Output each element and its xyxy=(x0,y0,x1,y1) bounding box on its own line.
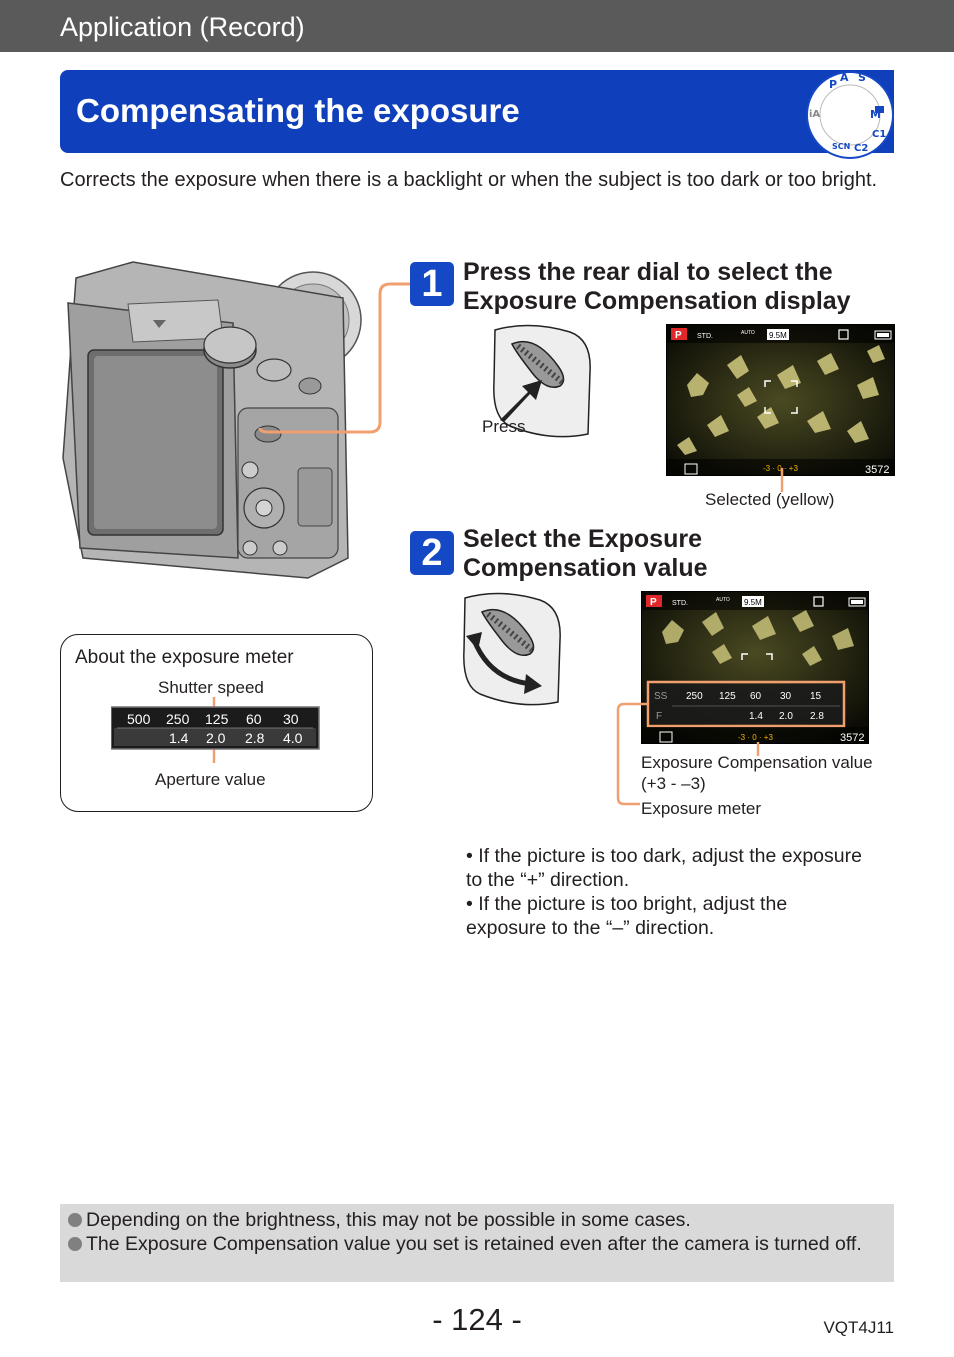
tips-list: • If the picture is too dark, adjust the… xyxy=(466,844,906,940)
meter-f-2.8: 2.8 xyxy=(245,730,265,746)
comp-value-label: Exposure Compensation value (+3 - –3) xyxy=(641,752,873,794)
step-2-number: 2 xyxy=(410,531,454,575)
step-2-title: Select the Exposure Compensation value xyxy=(463,525,708,583)
lcd-autumn-leaves-photo-2: P STD. AUTO 9.5M SS F 250 125 60 30 15 1… xyxy=(642,592,868,744)
step-1-title-line1: Press the rear dial to select the xyxy=(463,258,833,286)
meter-f-1.4: 1.4 xyxy=(169,730,189,746)
lcd2-f-1.4: 1.4 xyxy=(749,711,763,722)
lcd2-count: 3572 xyxy=(840,732,864,744)
document-code: VQT4J11 xyxy=(823,1318,894,1337)
lcd2-meter-f: F xyxy=(656,711,662,722)
lcd-screen-step1: P STD. AUTO 9.5M -3 · 0 · +3 3572 xyxy=(666,324,895,476)
rear-dial-rotate-illustration xyxy=(463,592,561,706)
page-number: - 124 - xyxy=(432,1302,522,1337)
dial-letter-a: A xyxy=(840,71,849,84)
dial-letter-s: S xyxy=(858,71,866,84)
lcd-count: 3572 xyxy=(865,464,889,476)
meter-ss-60: 60 xyxy=(246,711,262,727)
lcd2-size: 9.5M xyxy=(744,598,762,607)
lcd2-ss-15: 15 xyxy=(810,691,822,702)
press-label: Press xyxy=(482,417,526,436)
note-item: Depending on the brightness, this may no… xyxy=(60,1209,894,1233)
lcd-mode-p: P xyxy=(675,330,682,341)
lcd2-ss-60: 60 xyxy=(750,691,762,702)
step-1-number: 1 xyxy=(410,262,454,306)
exposure-meter-graphic: 500 250 125 60 30 1.4 2.0 2.8 4.0 xyxy=(111,697,320,763)
dial-letter-p: P xyxy=(829,78,837,91)
exposure-meter-info-box: About the exposure meter Shutter speed 5… xyxy=(60,634,373,812)
lcd-quality: STD. xyxy=(697,333,713,340)
selected-indicator-line xyxy=(780,468,784,492)
lcd2-ss-30: 30 xyxy=(780,691,792,702)
notes-box: Depending on the brightness, this may no… xyxy=(60,1204,894,1282)
meter-ss-125: 125 xyxy=(205,711,229,727)
rear-dial-press-illustration xyxy=(493,324,591,438)
dial-letter-c2: C2 xyxy=(854,143,868,154)
dial-letter-m: M xyxy=(870,108,881,121)
lcd2-quality: STD. xyxy=(672,600,688,607)
page-title: Compensating the exposure xyxy=(76,92,520,129)
lcd-aspect: AUTO xyxy=(741,330,755,336)
exposure-meter-label: Exposure meter xyxy=(641,799,761,818)
section-title: Application (Record) xyxy=(60,12,305,42)
intro-text: Corrects the exposure when there is a ba… xyxy=(60,169,878,191)
lcd-size: 9.5M xyxy=(769,331,787,340)
meter-ss-500: 500 xyxy=(127,711,151,727)
lcd2-ss-125: 125 xyxy=(719,691,736,702)
section-header-bar: Application (Record) xyxy=(0,0,954,52)
aperture-value-label: Aperture value xyxy=(155,770,266,789)
step-2-callout-lines xyxy=(616,702,760,806)
step-1-title-line2: Exposure Compensation display xyxy=(463,287,851,315)
bullet-dot-icon xyxy=(68,1213,82,1227)
title-band: Compensating the exposure xyxy=(60,70,894,153)
dial-letter-scn: SCN xyxy=(832,142,850,151)
meter-ss-250: 250 xyxy=(166,711,190,727)
comp-value-label-line1: Exposure Compensation value xyxy=(641,753,873,772)
meter-f-4.0: 4.0 xyxy=(283,730,303,746)
lcd2-f-2.0: 2.0 xyxy=(779,711,793,722)
step-2-title-line1: Select the Exposure xyxy=(463,525,702,553)
tip-item: • If the picture is too bright, adjust t… xyxy=(466,893,788,939)
meter-ss-30: 30 xyxy=(283,711,299,727)
meter-f-2.0: 2.0 xyxy=(206,730,226,746)
selected-label: Selected (yellow) xyxy=(705,490,835,509)
lcd-comp-scale: -3 · 0 · +3 xyxy=(763,464,798,473)
lcd2-mode-p: P xyxy=(650,597,657,608)
dial-letter-ia: iA xyxy=(809,109,820,120)
lcd2-meter-ss: SS xyxy=(654,691,668,702)
step-2-title-line2: Compensation value xyxy=(463,554,708,582)
step-1-title: Press the rear dial to select the Exposu… xyxy=(463,258,851,316)
meter-box-title: About the exposure meter xyxy=(75,647,294,668)
rear-dial-connector-line xyxy=(258,282,412,434)
lcd2-comp-scale: -3 · 0 · +3 xyxy=(738,733,773,742)
shutter-speed-label: Shutter speed xyxy=(158,678,264,697)
lcd2-f-2.8: 2.8 xyxy=(810,711,824,722)
mode-dial-icon: P A S M C1 C2 SCN iA xyxy=(806,71,894,159)
note-item: The Exposure Compensation value you set … xyxy=(60,1233,894,1257)
lcd2-ss-250: 250 xyxy=(686,691,703,702)
camera-back-illustration xyxy=(62,261,362,579)
comp-value-label-line2: (+3 - –3) xyxy=(641,774,706,793)
lcd-autumn-leaves-photo: P STD. AUTO 9.5M -3 · 0 · +3 3572 xyxy=(667,325,894,476)
lcd2-aspect: AUTO xyxy=(716,597,730,603)
dial-letter-c1: C1 xyxy=(872,129,886,140)
tip-item: • If the picture is too dark, adjust the… xyxy=(466,845,862,891)
lcd-screen-step2: P STD. AUTO 9.5M SS F 250 125 60 30 15 1… xyxy=(641,591,869,744)
bullet-dot-icon xyxy=(68,1236,82,1251)
